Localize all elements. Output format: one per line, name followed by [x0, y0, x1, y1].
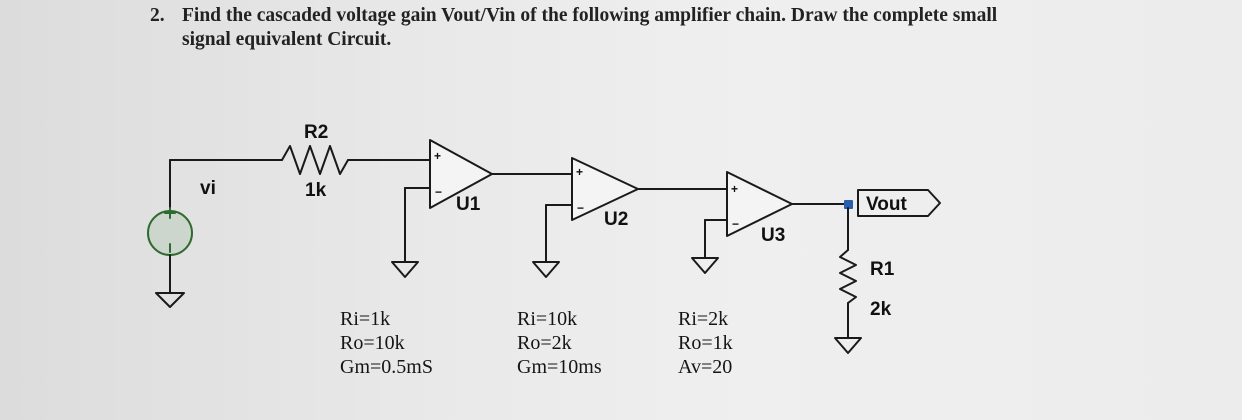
- question-line-1-text: Find the cascaded voltage gain Vout/Vin …: [182, 5, 998, 26]
- output-load-r1: [834, 200, 862, 354]
- question-number: 2.: [150, 5, 165, 26]
- u2-plus-marker: +: [576, 165, 583, 179]
- stage-2-params: Ri=10k Ro=2k Gm=10ms: [517, 307, 602, 379]
- question-text: 2. Find the cascaded voltage gain Vout/Vi…: [150, 4, 1230, 52]
- stage-1-params: Ri=1k Ro=10k Gm=0.5mS: [340, 307, 433, 379]
- stage-3-av: Av=20: [678, 356, 733, 378]
- stage-3-ro: Ro=1k: [678, 332, 733, 354]
- r2-name-label: R2: [304, 122, 328, 143]
- u1-minus-marker: −: [435, 185, 442, 199]
- amplifier-u2: [532, 157, 639, 278]
- stage-3-ri: Ri=2k: [678, 308, 729, 330]
- r1-name-label: R1: [870, 259, 895, 280]
- resistor-r2: [281, 145, 349, 175]
- source-label: vi: [200, 178, 216, 199]
- stage-1-gm: Gm=0.5mS: [340, 356, 433, 378]
- r2-value-label: 1k: [305, 180, 327, 201]
- question-line-1: 2. Find the cascaded voltage gain Vout/Vi…: [150, 4, 1230, 28]
- u3-plus-marker: +: [731, 182, 738, 196]
- stage-2-ro: Ro=2k: [517, 332, 572, 354]
- amplifier-u3: [691, 171, 793, 274]
- amplifier-pin-markers: + − + − + −: [434, 149, 739, 231]
- u2-minus-marker: −: [577, 201, 584, 215]
- resistor-r1: [839, 249, 857, 304]
- stage-2-ri: Ri=10k: [517, 308, 578, 330]
- u1-label: U1: [456, 194, 481, 215]
- vout-label: Vout: [866, 194, 907, 215]
- r1-value-label: 2k: [870, 299, 892, 320]
- question-line-2: signal equivalent Circuit.: [182, 29, 392, 50]
- stage-3-params: Ri=2k Ro=1k Av=20: [678, 307, 733, 379]
- u2-label: U2: [604, 209, 628, 230]
- u3-minus-marker: −: [732, 217, 739, 231]
- vout-flag: [857, 189, 941, 217]
- u3-label: U3: [761, 225, 785, 246]
- stage-1-ri: Ri=1k: [340, 308, 391, 330]
- stage-2-gm: Gm=10ms: [517, 356, 602, 378]
- amplifier-u1: [391, 139, 493, 278]
- u1-plus-marker: +: [434, 149, 441, 163]
- voltage-source-vi: [147, 159, 193, 308]
- stage-1-ro: Ro=10k: [340, 332, 405, 354]
